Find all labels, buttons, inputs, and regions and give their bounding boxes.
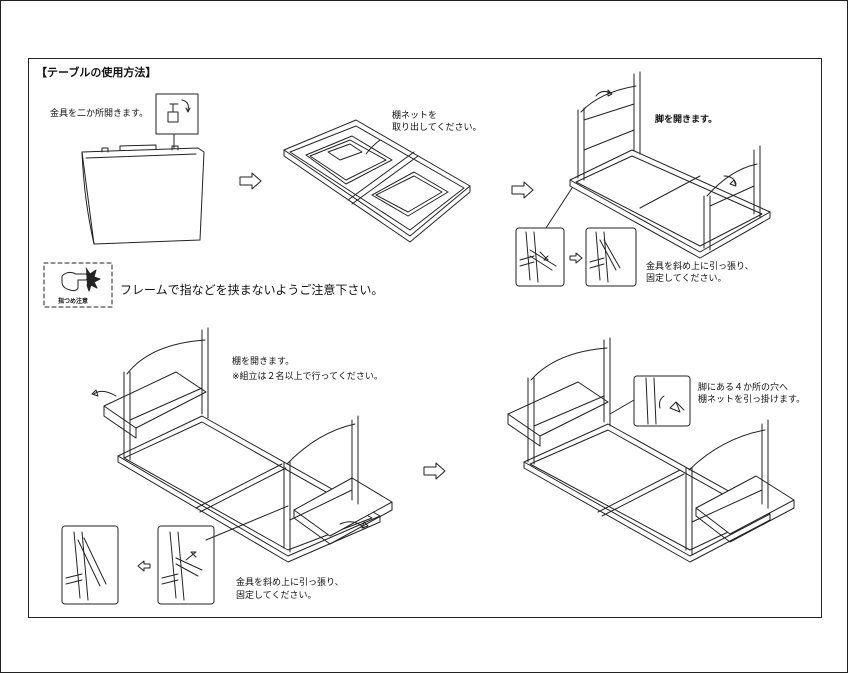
- pinch-warning-badge: 指つめ注意: [58, 298, 89, 305]
- step-hook-net-label-2: 棚ネットを引っ掛けます。: [698, 395, 806, 405]
- completed-table-illustration: [507, 337, 795, 563]
- bracket-detail-before-illustration: [515, 187, 573, 287]
- bracket-detail-locked-illustration: [61, 525, 119, 605]
- step-open-shelf-label: 棚を開きます。: [232, 357, 295, 367]
- step-lock-bracket-label-2: 固定してください。: [646, 274, 727, 284]
- step-take-out-net-label-2: 取り出してください。: [392, 123, 482, 133]
- step-lock-bracket-2-label-1: 金具を斜め上に引っ張り、: [236, 578, 344, 588]
- arrow-right-icon: [239, 172, 262, 190]
- step-hook-net-label-1: 脚にある４か所の穴へ: [698, 383, 789, 393]
- step-take-out-net-label-1: 棚ネットを: [392, 111, 438, 121]
- arrow-right-icon: [423, 462, 446, 480]
- bracket-detail-unlocked-illustration: [157, 505, 289, 605]
- legs-open-table-illustration: [569, 71, 771, 259]
- pinch-warning-box: [43, 262, 113, 308]
- step-lock-bracket-label-1: 金具を斜め上に引っ張り、: [646, 262, 754, 272]
- manual-frame: [28, 58, 822, 618]
- folded-table-illustration: [81, 144, 205, 245]
- arrow-right-icon: [569, 252, 583, 264]
- bracket-detail-after-illustration: [585, 227, 637, 287]
- step-lock-bracket-2-label-2: 固定してください。: [236, 591, 317, 601]
- open-table-illustration: [283, 119, 471, 243]
- manual-title: 【テーブルの使用方法】: [36, 66, 157, 79]
- step-open-legs-label: 脚を開きます。: [655, 115, 718, 125]
- hinge-detail-illustration: [155, 93, 199, 149]
- finger-pinch-warning-icon: [61, 271, 89, 292]
- pinch-warning-text: フレームで指などを挟まないようご注意下さい。: [120, 283, 384, 297]
- arrow-right-icon: [511, 181, 534, 199]
- arrow-left-icon: [137, 560, 151, 572]
- step-open-hinges-label: 金具を二か所開きます。: [50, 109, 149, 119]
- step-two-people-note: ※組立は２名以上で行ってください。: [232, 372, 383, 382]
- net-hook-detail-illustration: [609, 375, 691, 427]
- shelf-open-table-illustration: [91, 327, 393, 563]
